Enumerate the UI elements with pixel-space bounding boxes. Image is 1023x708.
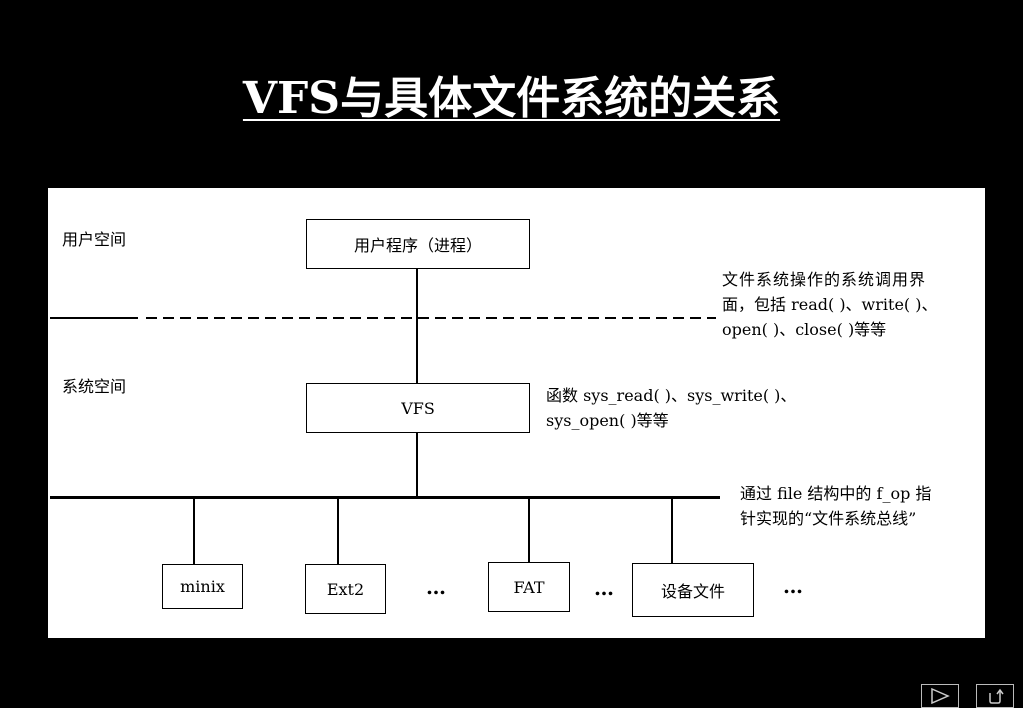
user-space-label: 用户空间	[62, 230, 127, 249]
return-button[interactable]	[976, 684, 1014, 708]
bus-note-line-2: 针实现的“文件系统总线”	[740, 509, 917, 528]
connector-bus-device	[671, 499, 673, 563]
ellipsis-1: …	[426, 575, 447, 599]
play-triangle-icon	[931, 688, 950, 704]
fs-box-device-file: 设备文件	[632, 563, 754, 617]
ellipsis-2: …	[594, 576, 615, 600]
connector-bus-ext2	[337, 499, 339, 565]
return-arrow-icon	[989, 688, 1004, 704]
bus-note-line-1: 通过 file 结构中的 f_op 指	[740, 484, 932, 503]
connector-vfs-bus	[416, 433, 418, 497]
vfs-note-line-2: sys_open( )等等	[546, 411, 669, 430]
next-slide-button[interactable]	[921, 684, 959, 708]
system-space-label: 系统空间	[62, 377, 127, 396]
diagram-panel: 用户空间 系统空间 用户程序（进程） 文件系统操作的系统调用界 面，包括 rea…	[48, 188, 985, 638]
syscall-note-line-1: 文件系统操作的系统调用界	[722, 270, 927, 289]
connector-bus-fat	[528, 499, 530, 562]
connector-bus-minix	[193, 499, 195, 565]
syscall-note-line-3: open( )、close( )等等	[722, 320, 887, 339]
syscall-note-line-2: 面，包括 read( )、write( )、	[722, 295, 938, 314]
fs-box-minix: minix	[162, 564, 243, 609]
vfs-note-line-1: 函数 sys_read( )、sys_write( )、	[546, 386, 797, 405]
fs-box-ext2: Ext2	[305, 564, 386, 614]
ellipsis-3: …	[783, 574, 804, 598]
connector-program-vfs	[416, 269, 418, 383]
filesystem-bus-line	[50, 496, 720, 499]
page-title: VFS与具体文件系统的关系	[242, 73, 781, 124]
user-program-box: 用户程序（进程）	[306, 219, 530, 269]
vfs-box: VFS	[306, 383, 530, 433]
fs-box-fat: FAT	[488, 562, 570, 612]
space-boundary-line	[50, 317, 716, 319]
